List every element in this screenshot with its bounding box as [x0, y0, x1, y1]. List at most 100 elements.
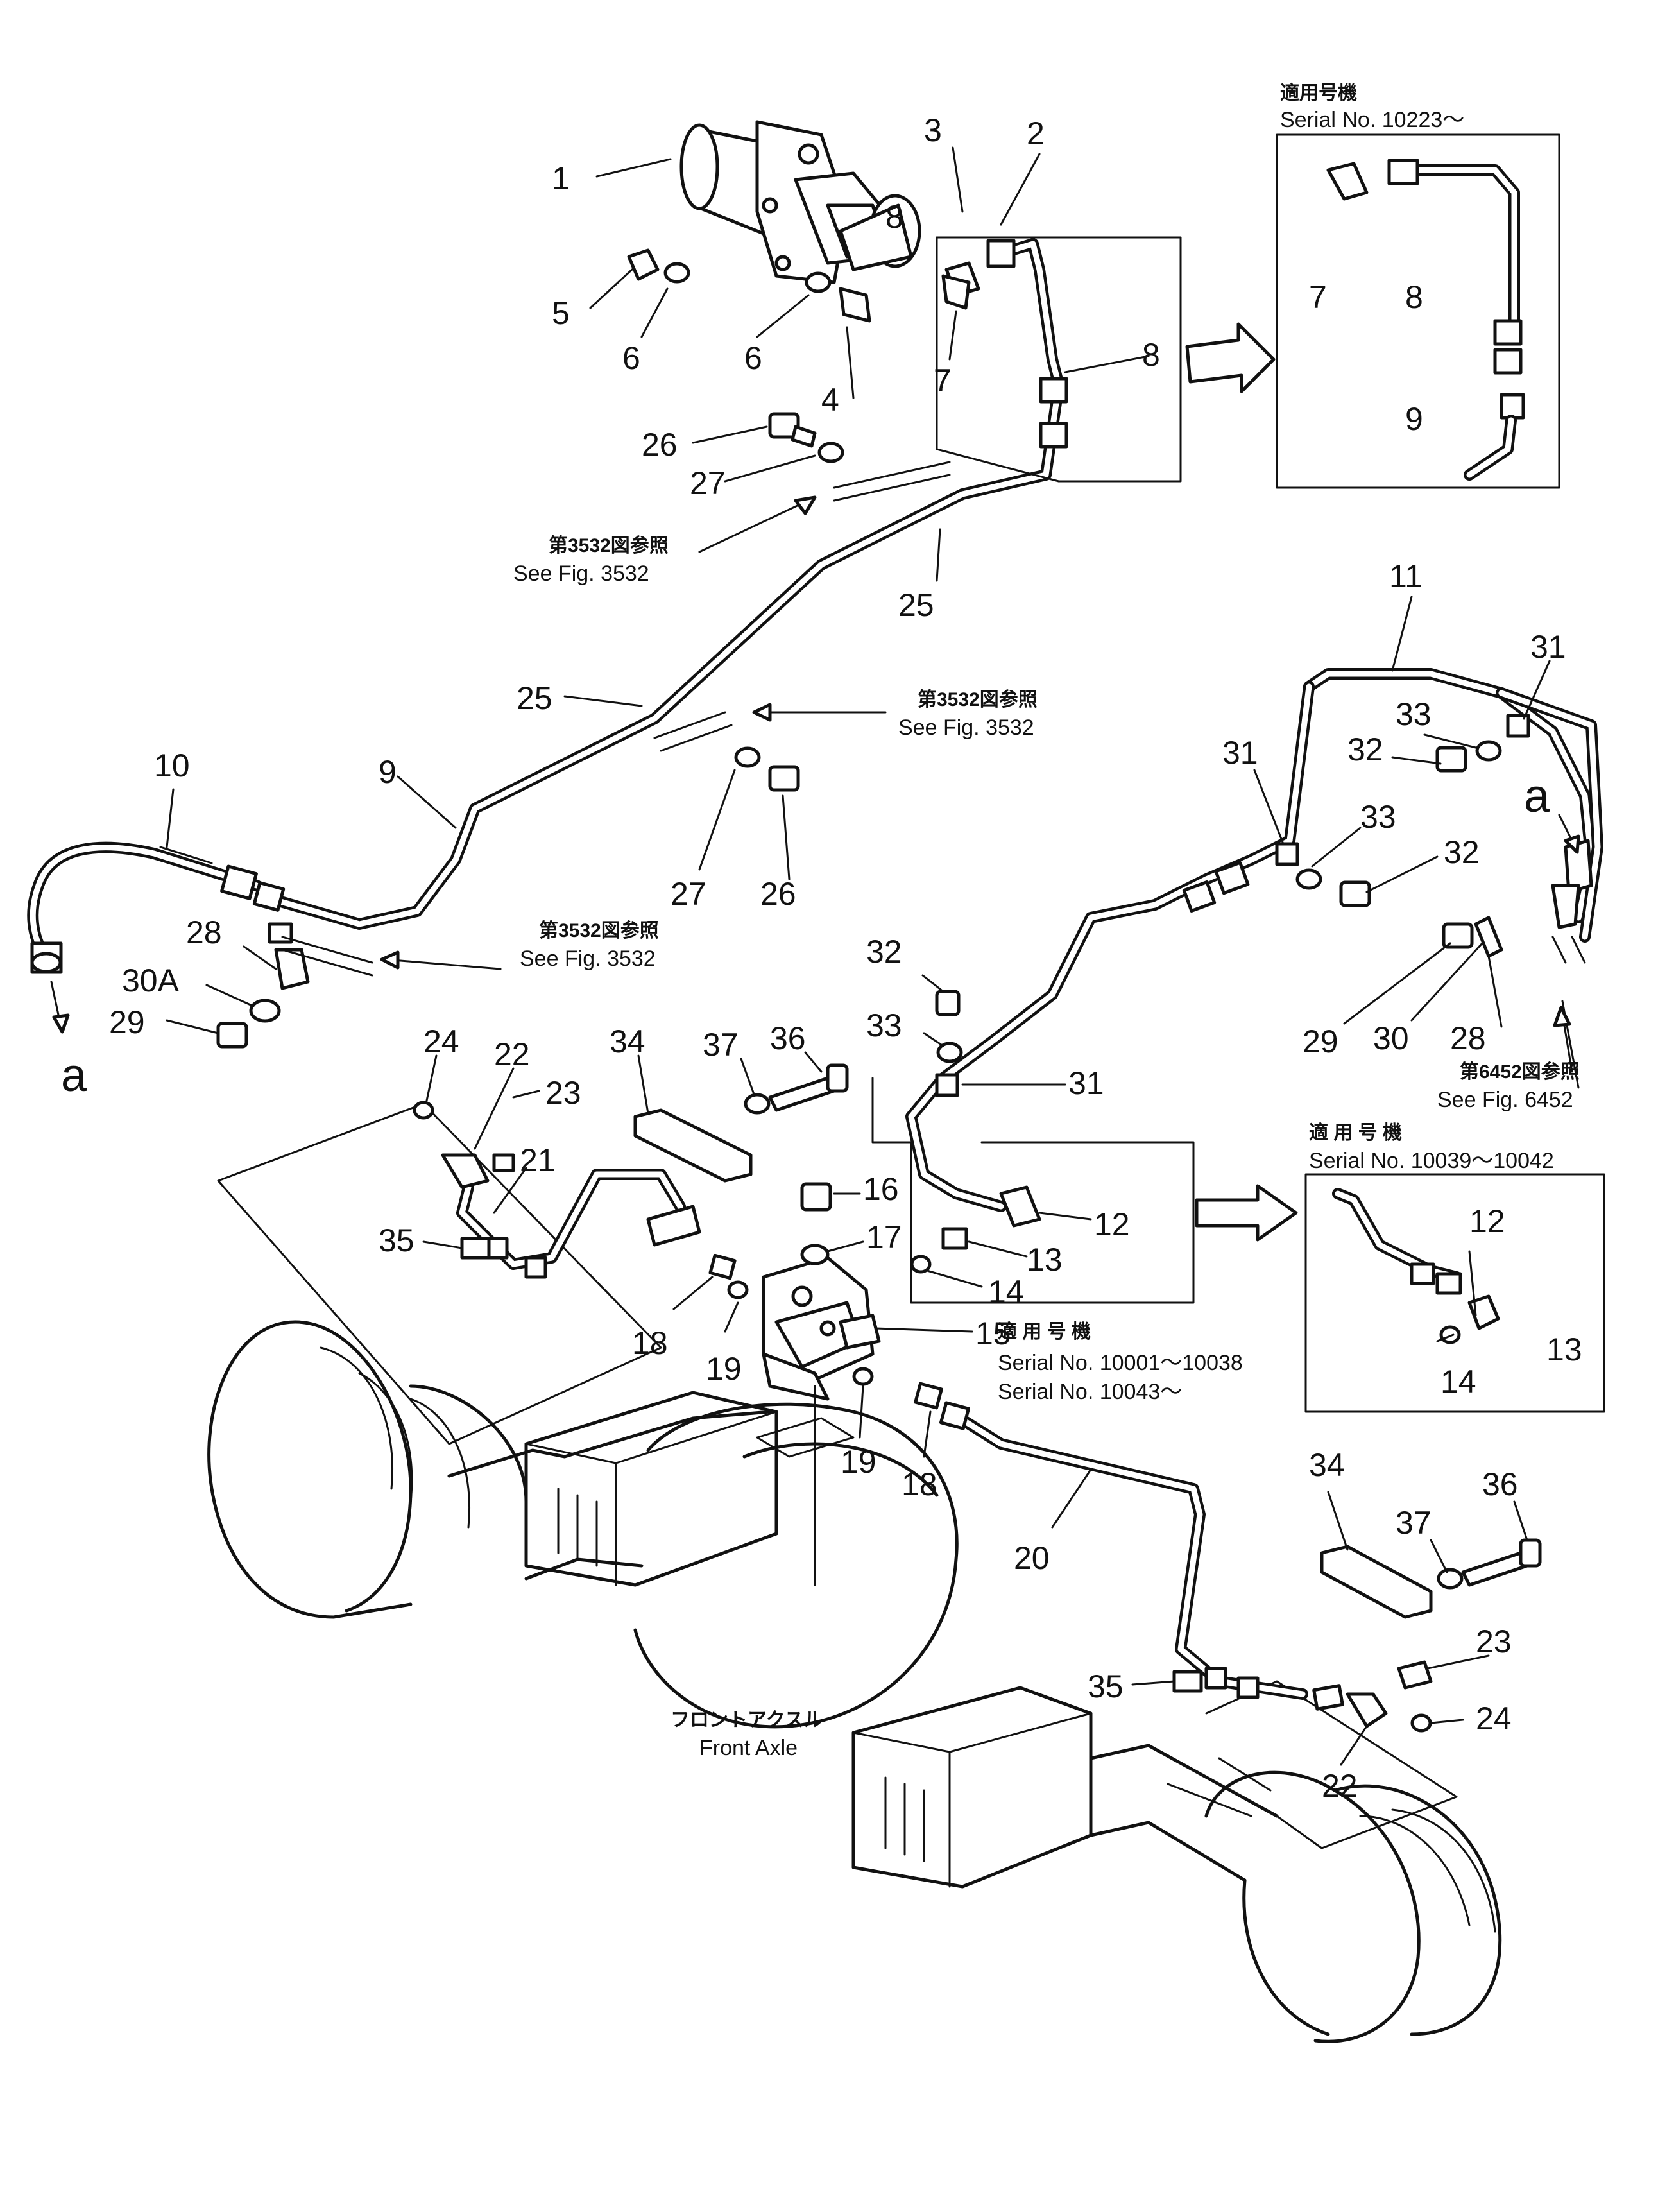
brake-pipe-upper — [27, 238, 1068, 974]
callout-29a: 29 — [109, 1004, 145, 1040]
callout-23b: 23 — [1476, 1624, 1512, 1659]
leader-lines — [50, 146, 1580, 1766]
brake-valve-assembly — [762, 1256, 881, 1586]
callout-29b: 29 — [1303, 1024, 1338, 1059]
callout-30A: 30A — [122, 963, 180, 999]
callout-10: 10 — [154, 748, 190, 784]
callout-1: 1 — [552, 160, 570, 196]
serial-box-top — [1276, 133, 1560, 489]
inset-mid-parts — [1332, 1188, 1500, 1344]
callout-17: 17 — [866, 1219, 902, 1255]
serial-mid-jp: 適 用 号 機 — [1309, 1122, 1402, 1144]
callout-35a: 35 — [379, 1222, 414, 1258]
callout-33b: 33 — [1360, 799, 1396, 835]
callout-32c: 32 — [866, 934, 902, 970]
callout-14-inset: 14 — [1440, 1364, 1476, 1400]
serial-low-en1: Serial No. 10001～10038 — [998, 1351, 1243, 1375]
note-3532-en-1: See Fig. 3532 — [513, 562, 649, 586]
callout-numbers: 1 2 3 4 5 6 6 7 8 8 7 8 9 26 27 25 25 27… — [109, 112, 1582, 1804]
callout-30: 30 — [1373, 1020, 1409, 1056]
callout-20: 20 — [1014, 1540, 1050, 1576]
serial-notes: 適用号機 Serial No. 10223～ 適 用 号 機 Serial No… — [998, 82, 1554, 1404]
callout-18b: 18 — [902, 1466, 937, 1502]
callout-11: 11 — [1389, 558, 1423, 594]
callout-12-inset: 12 — [1469, 1203, 1505, 1239]
callout-28b: 28 — [1450, 1020, 1486, 1056]
callout-13: 13 — [1027, 1242, 1063, 1278]
callout-26b: 26 — [760, 876, 796, 912]
serial-box-mid — [1304, 1173, 1605, 1413]
callout-21: 21 — [520, 1142, 556, 1178]
callout-27b: 27 — [671, 876, 706, 912]
callout-12: 12 — [1094, 1206, 1130, 1242]
serial-low-jp: 適 用 号 機 — [998, 1321, 1091, 1342]
callout-36b: 36 — [1482, 1466, 1518, 1502]
callout-18a: 18 — [632, 1325, 668, 1361]
callout-34b: 34 — [1309, 1447, 1345, 1483]
callout-5: 5 — [552, 295, 570, 331]
marker-a-left: a — [61, 1050, 87, 1101]
callout-33c: 33 — [866, 1007, 902, 1043]
note-3532-en-3: See Fig. 3532 — [520, 947, 656, 971]
callout-22a: 22 — [494, 1036, 530, 1072]
callout-6b: 6 — [744, 340, 762, 376]
callout-35b: 35 — [1088, 1668, 1124, 1704]
callout-26a: 26 — [642, 427, 678, 463]
note-3532-jp-1: 第3532図参照 — [549, 535, 669, 556]
callout-31c: 31 — [1068, 1065, 1104, 1101]
note-6452-jp: 第6452図参照 — [1460, 1061, 1580, 1083]
callout-2: 2 — [1027, 116, 1045, 151]
callout-22b: 22 — [1322, 1768, 1358, 1804]
callout-31a: 31 — [1530, 629, 1566, 665]
motor-pump-assembly — [679, 120, 921, 284]
serial-top-jp: 適用号機 — [1280, 82, 1357, 104]
callout-4: 4 — [821, 382, 839, 418]
callout-9: 9 — [379, 754, 397, 790]
brake-pipe-right — [905, 668, 1603, 1228]
callout-32b: 32 — [1444, 834, 1480, 870]
callout-31b: 31 — [1222, 735, 1258, 771]
callout-19a: 19 — [706, 1351, 742, 1387]
callout-19b: 19 — [841, 1444, 876, 1480]
marker-a-right: a — [1524, 771, 1550, 822]
callout-25b: 25 — [517, 680, 552, 716]
callout-14: 14 — [988, 1274, 1024, 1310]
callout-8-inset: 8 — [1405, 279, 1423, 315]
axle-label-jp: フロントアクスル — [671, 1710, 823, 1731]
front-axle — [207, 1102, 1502, 2043]
callout-34a: 34 — [610, 1024, 645, 1059]
callout-6a: 6 — [622, 340, 640, 376]
callout-23a: 23 — [545, 1075, 581, 1111]
callout-8: 8 — [1142, 337, 1160, 373]
callout-33a: 33 — [1396, 696, 1432, 732]
callout-28a: 28 — [186, 914, 222, 950]
callout-24a: 24 — [423, 1024, 459, 1059]
serial-low-en2: Serial No. 10043～ — [998, 1380, 1182, 1404]
note-3532-jp-3: 第3532図参照 — [539, 920, 659, 941]
callout-24b: 24 — [1476, 1701, 1512, 1736]
note-3532-jp-2: 第3532図参照 — [918, 689, 1038, 710]
frames — [871, 133, 1605, 1413]
callout-37b: 37 — [1396, 1505, 1432, 1541]
inset-top-parts — [1326, 159, 1525, 481]
callout-25a: 25 — [898, 587, 934, 623]
callout-32a: 32 — [1347, 732, 1383, 767]
reference-notes: 第3532図参照 See Fig. 3532 第3532図参照 See Fig.… — [513, 535, 1580, 1112]
axle-label-en: Front Axle — [699, 1736, 798, 1760]
callout-15: 15 — [975, 1316, 1011, 1351]
callout-8-top: 8 — [885, 199, 903, 235]
callout-13-inset: 13 — [1546, 1332, 1582, 1367]
callout-37a: 37 — [703, 1027, 739, 1063]
callout-16: 16 — [863, 1171, 899, 1207]
note-6452-en: See Fig. 6452 — [1437, 1088, 1573, 1112]
callout-7-inset: 7 — [1309, 279, 1327, 315]
note-3532-en-2: See Fig. 3532 — [898, 716, 1034, 740]
callout-3: 3 — [924, 112, 942, 148]
serial-mid-en: Serial No. 10039～10042 — [1309, 1149, 1554, 1173]
callout-27a: 27 — [690, 465, 726, 501]
callout-9-inset: 9 — [1405, 401, 1423, 437]
brake-pipe-lower — [216, 248, 1586, 1733]
serial-top-en: Serial No. 10223～ — [1280, 108, 1464, 132]
